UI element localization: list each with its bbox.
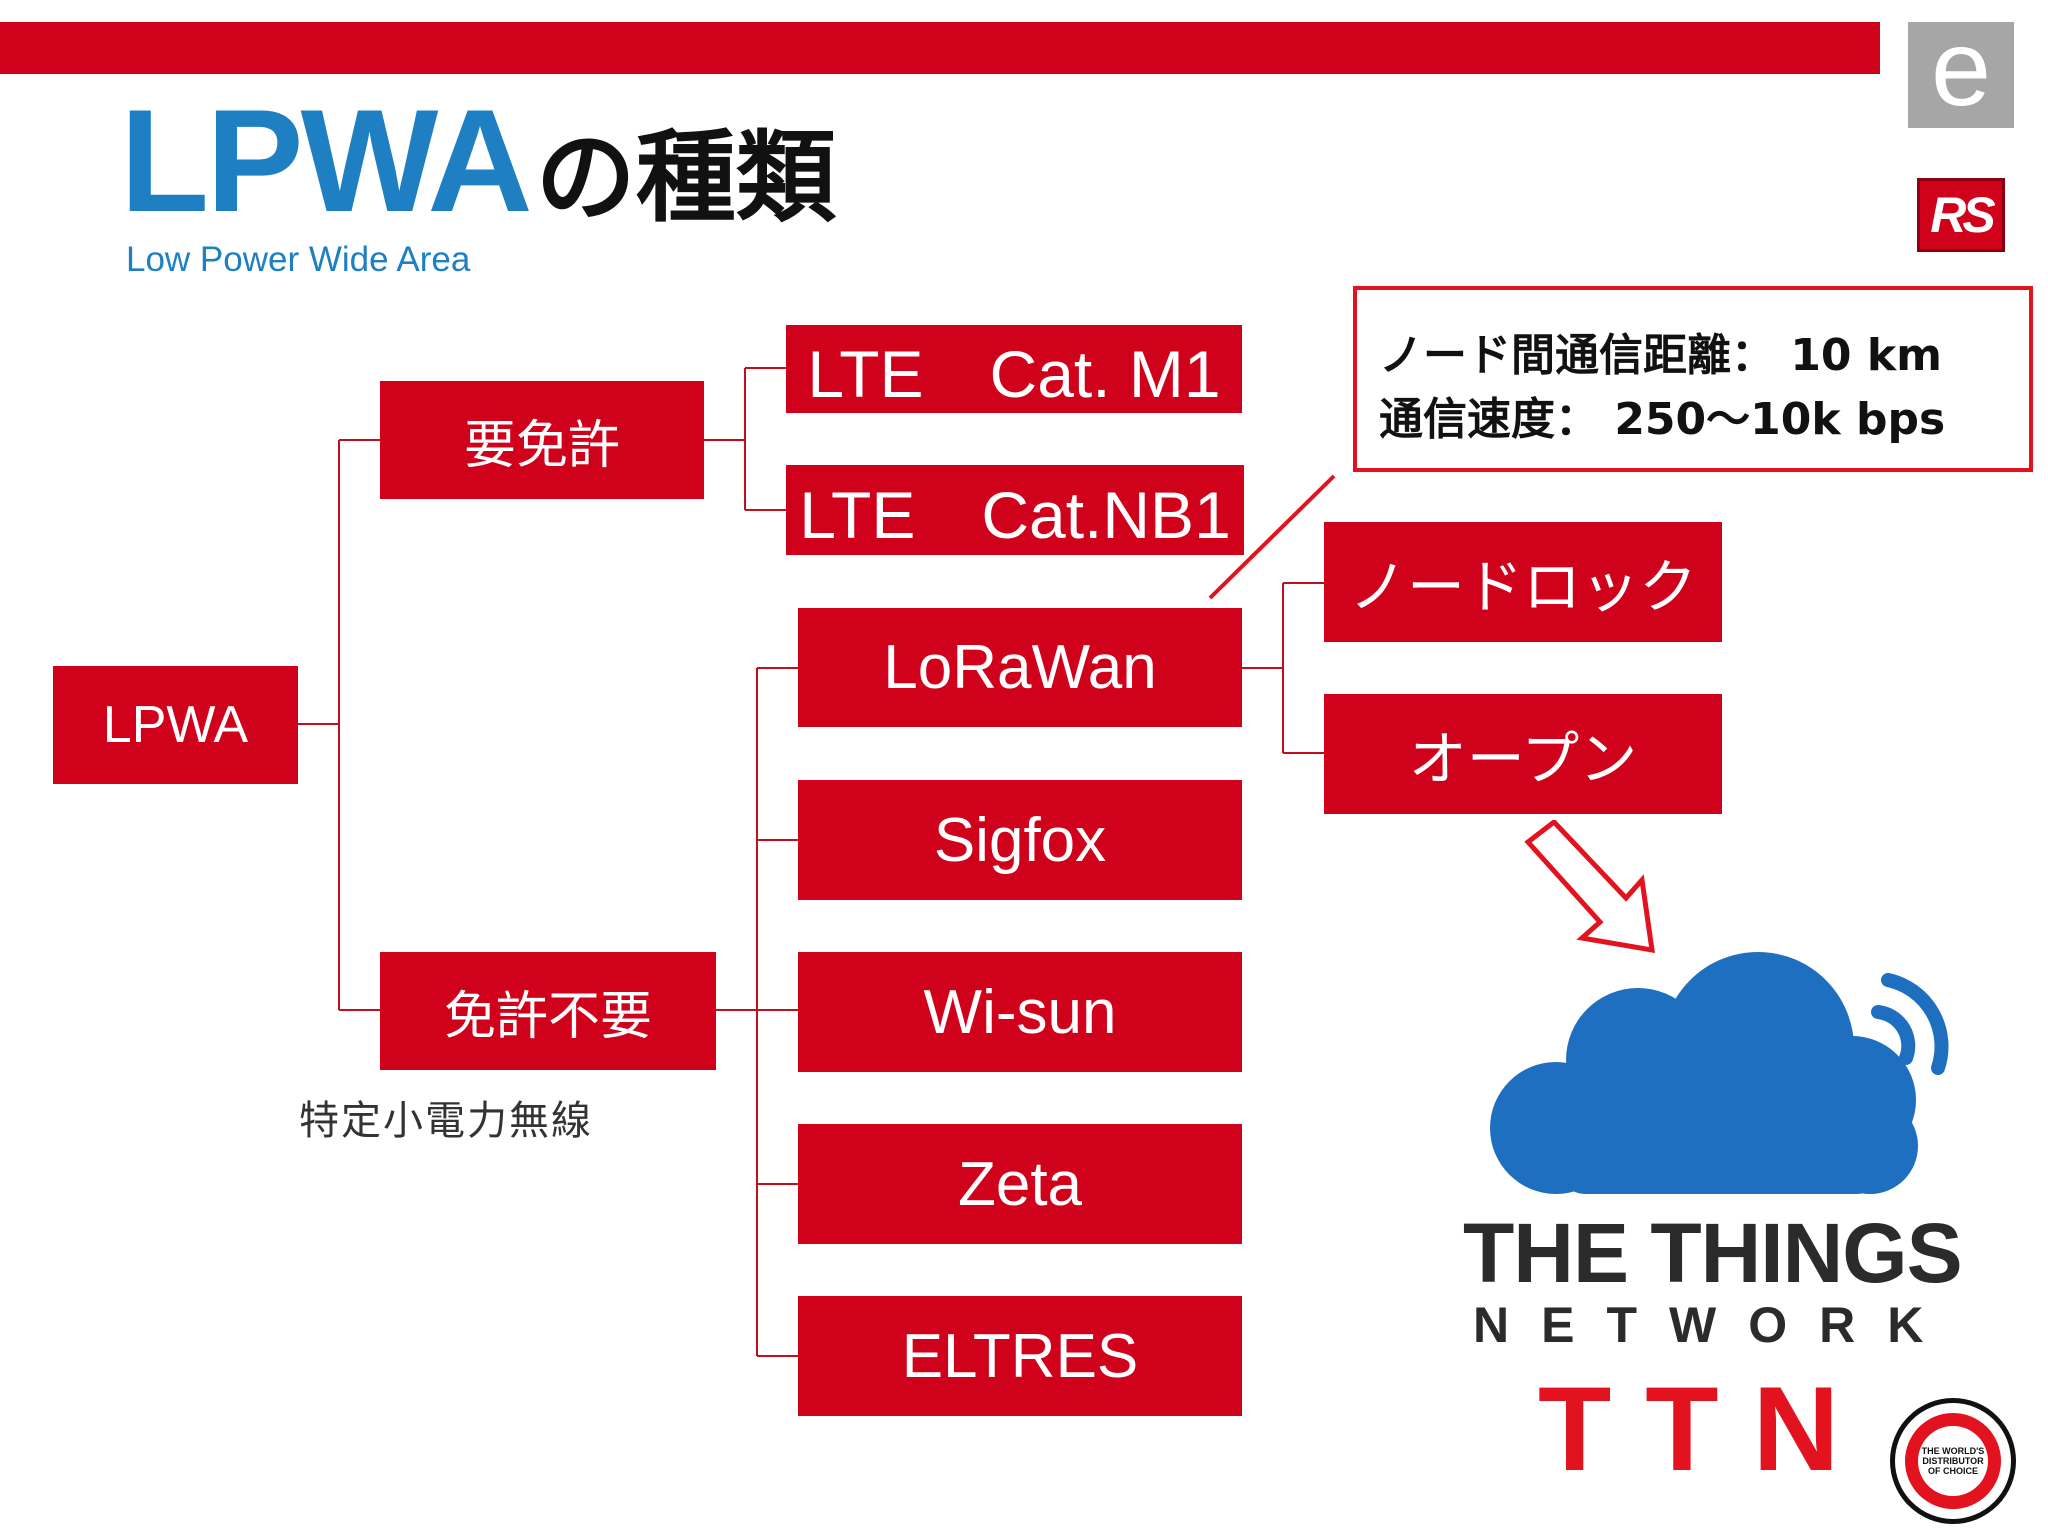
ttn-abbreviation: TTN xyxy=(1538,1362,1874,1496)
callout-distance: ノード間通信距離： 10 km xyxy=(1379,330,1942,381)
ttn-logo-line1: THE THINGS xyxy=(1463,1206,1963,1300)
top-accent-bar xyxy=(0,22,1880,74)
node-lte-cat-nb1: LTE Cat.NB1 xyxy=(786,465,1244,555)
node-lorawan: LoRaWan xyxy=(798,608,1242,727)
rs-logo: RS xyxy=(1917,178,2005,252)
node-unlicensed: 免許不要 xyxy=(380,952,716,1070)
rs-logo-text: RS xyxy=(1930,187,1995,243)
e-logo-letter: e xyxy=(1930,7,1992,128)
distributor-badge-text: THE WORLD'S DISTRIBUTOR OF CHOICE xyxy=(1918,1426,1988,1496)
node-open: オープン xyxy=(1324,694,1722,814)
ttn-logo-line2: NETWORK xyxy=(1473,1297,1956,1353)
ttn-cloud-icon xyxy=(1490,952,1949,1194)
lorawan-spec-callout: ノード間通信距離： 10 km 通信速度： 250〜10k bps xyxy=(1353,286,2033,472)
unlicensed-note: 特定小電力無線 xyxy=(299,1098,593,1144)
node-wi-sun: Wi-sun xyxy=(798,952,1242,1072)
callout-speed: 通信速度： 250〜10k bps xyxy=(1379,394,1946,445)
node-node-lock: ノードロック xyxy=(1324,522,1722,642)
node-sigfox: Sigfox xyxy=(798,780,1242,900)
down-arrow-icon xyxy=(1524,820,1655,954)
node-lpwa-root: LPWA xyxy=(53,666,298,784)
e-logo: e xyxy=(1908,14,2014,128)
node-licensed: 要免許 xyxy=(380,381,704,499)
node-lte-cat-m1: LTE Cat. M1 xyxy=(786,325,1242,413)
title-subtitle: Low Power Wide Area xyxy=(126,240,471,279)
slide-title: LPWA の種類 Low Power Wide Area xyxy=(120,88,836,280)
title-kind: の種類 xyxy=(535,119,836,236)
callout-pointer xyxy=(1208,474,1336,600)
node-eltres: ELTRES xyxy=(798,1296,1242,1416)
node-zeta: Zeta xyxy=(798,1124,1242,1244)
title-lpwa: LPWA xyxy=(120,79,533,242)
distributor-badge: THE WORLD'S DISTRIBUTOR OF CHOICE xyxy=(1890,1398,2016,1524)
